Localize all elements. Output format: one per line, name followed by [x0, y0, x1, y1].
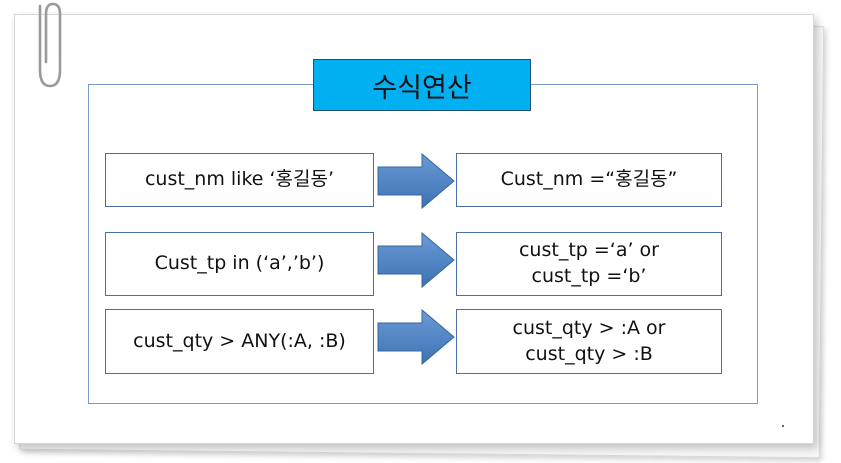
- right-expression-box-2: cust_tp =‘a’ or cust_tp =‘b’: [456, 232, 722, 296]
- right-arrow-icon: [377, 231, 455, 289]
- right-expression-box-1: Cust_nm =“홍길동”: [456, 153, 722, 207]
- right-arrow-icon: [377, 308, 455, 366]
- left-expression-box-1: cust_nm like ‘홍길동’: [105, 153, 374, 207]
- paperclip-icon: [38, 2, 62, 88]
- left-expression-box-3: cust_qty > ANY(:A, :B): [105, 309, 374, 374]
- left-expression-box-2: Cust_tp in (‘a’,’b’): [105, 232, 374, 296]
- right-expression-box-3: cust_qty > :A or cust_qty > :B: [456, 309, 722, 374]
- right-arrow-icon: [377, 152, 455, 210]
- stray-dot: [782, 425, 784, 427]
- diagram-title: 수식연산: [313, 59, 531, 111]
